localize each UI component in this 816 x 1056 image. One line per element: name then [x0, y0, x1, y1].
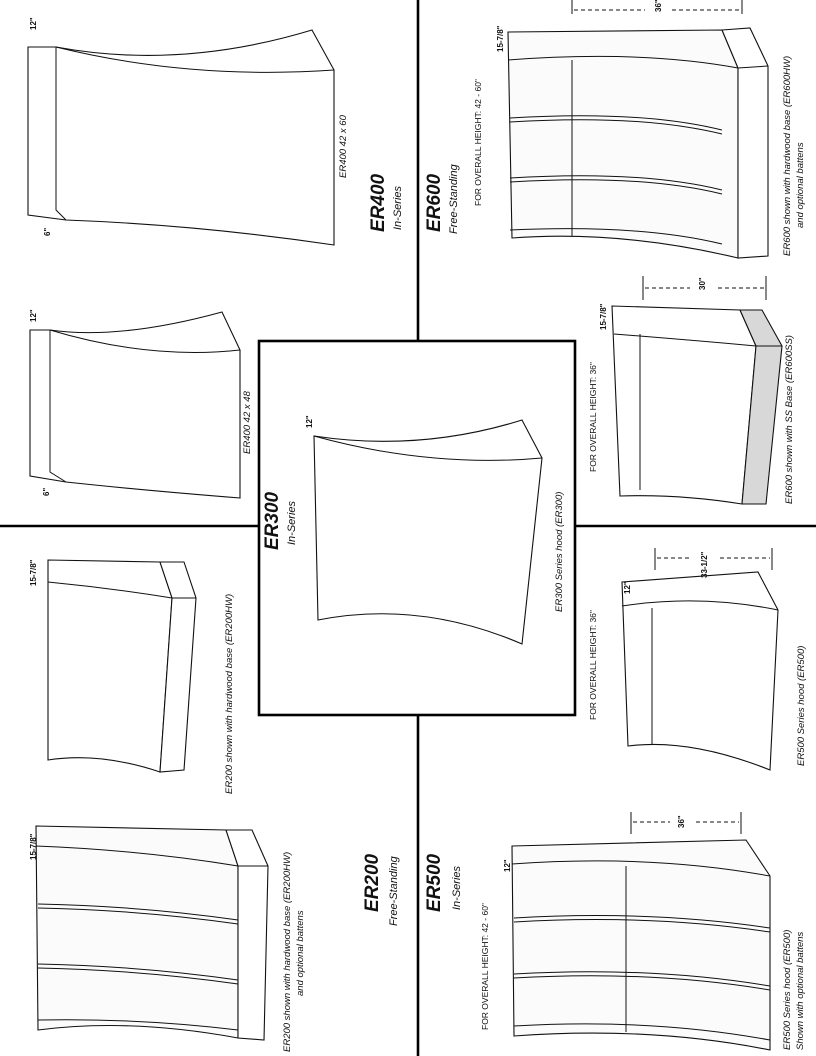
caption-line-1: ER500 Series hood (ER500) [782, 930, 793, 1050]
hood-body [29, 311, 241, 499]
caption-line-2: and optional battens [795, 142, 806, 228]
batten-3 [513, 1023, 771, 1041]
batten-2 [513, 971, 771, 991]
model-name: ER300 [262, 491, 283, 550]
drawing-er500-hood: 12" 33-1/2" FOR OVERALL HEIGHT: 36" ER50… [588, 548, 807, 771]
hood-top-curve [49, 329, 241, 353]
top-curve [47, 581, 173, 599]
caption-line-2: and optional battens [295, 910, 306, 996]
center-frame [257, 339, 577, 717]
batten-1 [509, 115, 723, 135]
top-curve [511, 860, 771, 877]
drawing-caption: ER600 shown with SS Base (ER600SS) [784, 335, 795, 504]
batten-1 [37, 903, 239, 925]
drawing-er400-42x48: 12" 6" ER400 42 x 48 [29, 309, 253, 499]
model-name: ER200 [362, 853, 383, 912]
drawing-caption: ER200 shown with hardwood base (ER200HW) [224, 594, 235, 794]
hood-body [47, 559, 173, 773]
dim-top: 12" [623, 581, 632, 594]
dim-top: 15-7/8" [599, 303, 608, 330]
model-subtitle: Free-Standing [388, 855, 400, 926]
model-name: ER500 [424, 853, 445, 912]
model-subtitle: In-Series [286, 500, 298, 545]
drawing-caption: ER500 Series hood (ER500) [796, 646, 807, 766]
hood-top-curve [55, 46, 335, 73]
top-curve [613, 333, 757, 347]
batten-3 [37, 1019, 239, 1031]
heading-er400: ER400 In-Series [368, 173, 404, 232]
dim-width: 33-1/2" [700, 551, 709, 578]
drawing-caption: ER300 Series hood (ER300) [554, 492, 565, 612]
dim-top: 12" [29, 17, 38, 30]
caption-line-1: ER600 shown with hardwood base (ER600HW) [782, 56, 793, 256]
drawing-er200-battens: 15-7/8" ER200 shown with hardwood base (… [29, 825, 306, 1052]
top-curve [507, 55, 739, 69]
dim-width: 36" [677, 815, 686, 828]
hood-body [27, 29, 335, 246]
drawing-er600-ss: 15-7/8" 30" FOR OVERALL HEIGHT: 36" ER60… [588, 276, 795, 505]
batten-1 [513, 915, 771, 933]
hood-body [35, 825, 239, 1039]
batten-2 [509, 175, 723, 195]
hood-front-panel [49, 330, 67, 483]
drawing-er500-battens: 12" 36" ER500 Series hood (ER500) Shown … [503, 812, 806, 1051]
base-edge [737, 65, 769, 69]
heading-er500: ER500 In-Series [424, 853, 463, 912]
caption-line-1: ER200 shown with hardwood base (ER200HW) [282, 852, 293, 1052]
heading-er200: ER200 Free-Standing [362, 853, 400, 926]
height-note: FOR OVERALL HEIGHT: 36" [588, 362, 598, 472]
height-note: FOR OVERALL HEIGHT: 36" [588, 610, 598, 720]
dim-width: 36" [654, 0, 663, 12]
model-name: ER600 [424, 173, 445, 232]
drawing-er400-42x60: 12" 6" ER400 42 x 60 [27, 17, 349, 246]
dim-width: 30" [698, 277, 707, 290]
er500-battens-height-note: FOR OVERALL HEIGHT: 42 - 60" [480, 903, 490, 1030]
dim-side: 6" [43, 228, 52, 236]
top-curve [35, 845, 239, 867]
drawing-caption: ER400 42 x 48 [242, 390, 253, 454]
hood-body [511, 839, 771, 1051]
dim-top: 12" [503, 859, 512, 872]
hood-body [313, 419, 543, 645]
model-subtitle: In-Series [392, 185, 404, 230]
batten-2 [37, 963, 239, 985]
model-name: ER400 [368, 173, 389, 232]
batten-3 [509, 228, 723, 245]
dim-top: 15-7/8" [496, 25, 505, 52]
hood-top-curve [313, 435, 543, 461]
model-subtitle: In-Series [451, 865, 463, 910]
heading-er600: ER600 Free-Standing [424, 163, 460, 234]
dim-side: 6" [42, 488, 51, 496]
dim-top: 12" [29, 309, 38, 322]
hood-body [621, 571, 779, 771]
dim-top: 15-7/8" [29, 833, 38, 860]
drawing-er600-battens: 15-7/8" 36" ER600 shown with hardwood ba… [496, 0, 806, 259]
hood-front-panel [55, 47, 67, 221]
drawing-caption: ER400 42 x 60 [338, 114, 349, 178]
hood-body [507, 29, 739, 259]
drawing-er300: 12" ER300 In-Series ER300 Series hood (E… [262, 415, 565, 645]
top-curve [621, 600, 779, 611]
caption-line-2: Shown with optional battens [795, 931, 806, 1050]
dim-top: 12" [305, 415, 314, 428]
model-subtitle: Free-Standing [448, 163, 460, 234]
er600-battens-height-note: FOR OVERALL HEIGHT: 42 - 60" [473, 79, 483, 206]
drawing-er200-hw: 15-7/8" ER200 shown with hardwood base (… [29, 559, 235, 794]
dim-top: 15-7/8" [29, 559, 38, 586]
